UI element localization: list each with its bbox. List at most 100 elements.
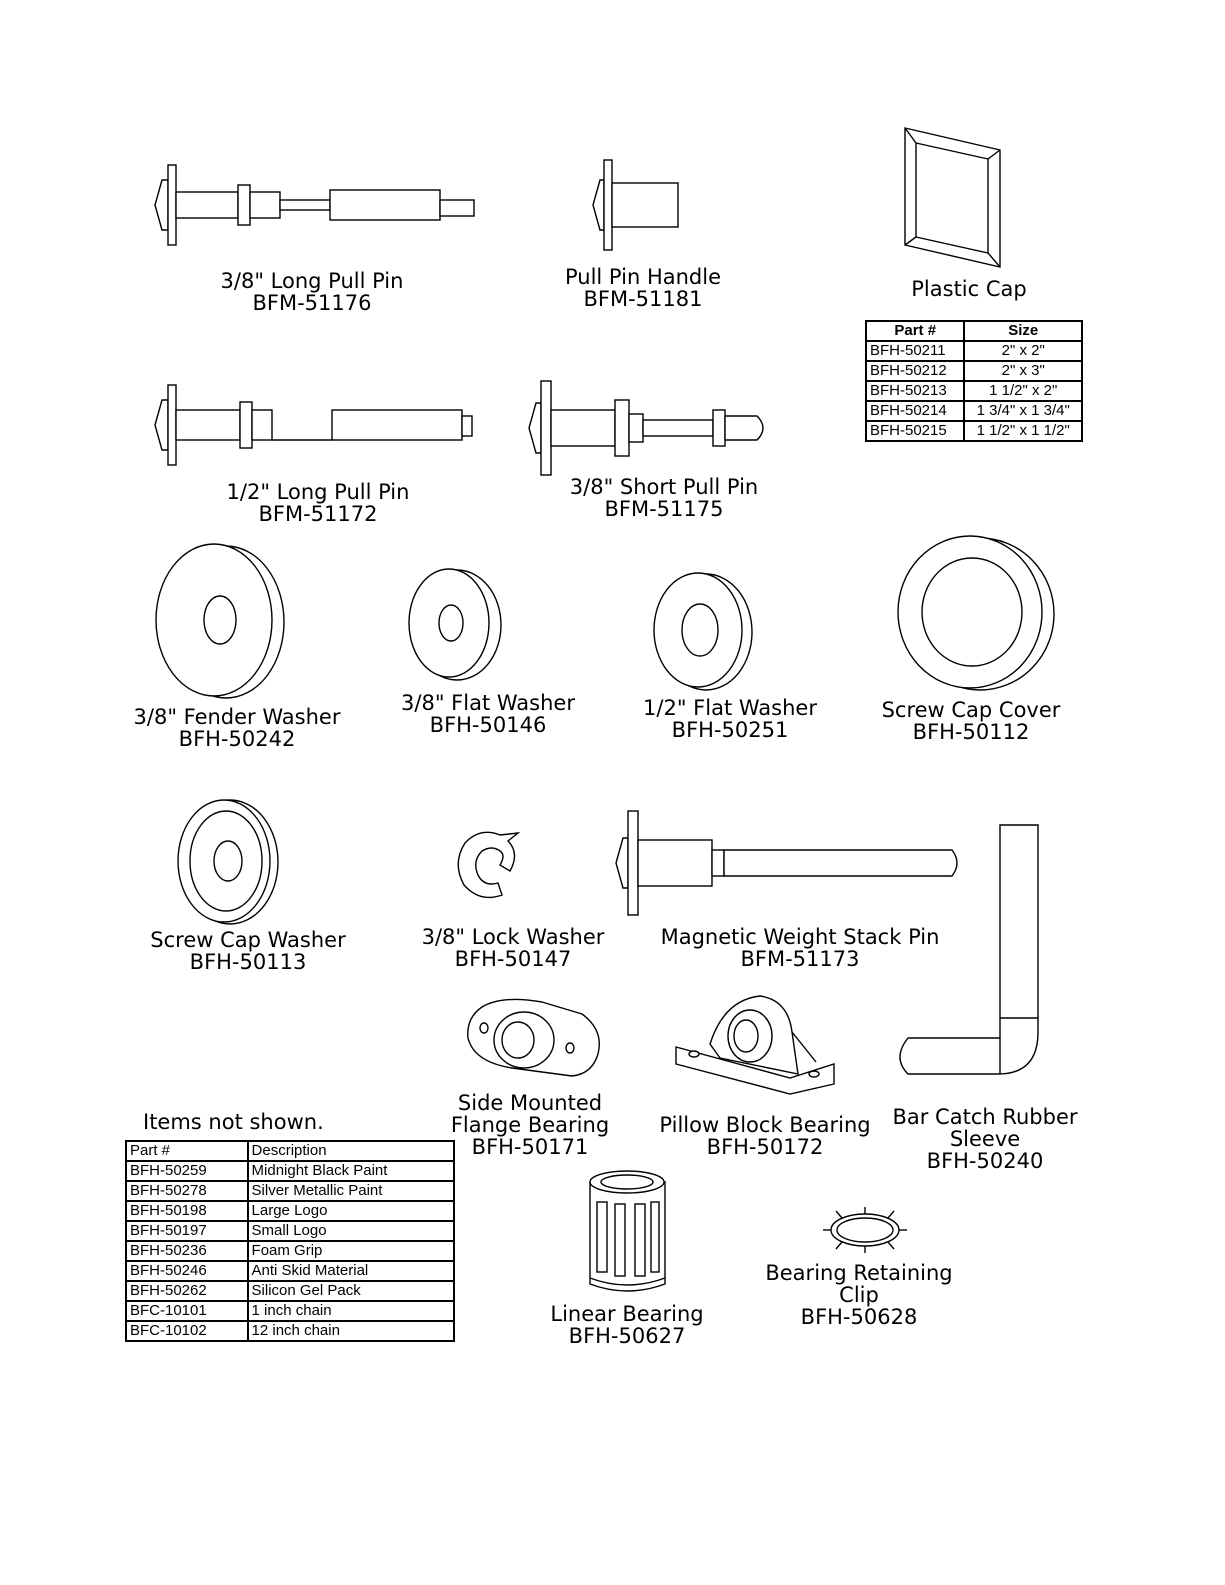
part-code: BFH-50627 <box>568 1324 686 1348</box>
part-code: BFH-50113 <box>189 950 307 974</box>
long-pull-pin-12-label: 1/2" Long Pull Pin BFM-51172 <box>188 481 448 525</box>
linear-bearing-label: Linear Bearing BFH-50627 <box>497 1303 757 1347</box>
part-name-line2: Sleeve <box>949 1127 1021 1151</box>
linear-bearing-drawing <box>589 1170 666 1292</box>
part-code: BFM-51181 <box>583 287 703 311</box>
part-code: BFH-50171 <box>471 1135 589 1159</box>
table-cell: Large Logo <box>246 1200 456 1222</box>
screw-cap-cover-drawing <box>897 535 1055 691</box>
part-name-line2: Flange Bearing <box>450 1113 610 1137</box>
part-name-line2: Clip <box>839 1283 879 1307</box>
magnetic-pin-drawing <box>615 810 958 916</box>
table-cell: Silicon Gel Pack <box>246 1280 456 1302</box>
part-name: 1/2" Flat Washer <box>643 696 817 720</box>
flat-washer-12-drawing <box>653 572 753 691</box>
table-cell: 2" x 3" <box>963 360 1083 382</box>
part-code: BFH-50240 <box>926 1149 1044 1173</box>
pillow-block-bearing-label: Pillow Block Bearing BFH-50172 <box>635 1114 895 1158</box>
short-pull-pin-38-drawing <box>528 380 764 476</box>
column-header: Size <box>963 320 1083 342</box>
screw-cap-washer-label: Screw Cap Washer BFH-50113 <box>118 929 378 973</box>
plastic-cap-drawing <box>904 127 1001 268</box>
retaining-clip-drawing <box>823 1207 907 1253</box>
table-cell: Silver Metallic Paint <box>246 1180 456 1202</box>
bar-catch-sleeve-drawing <box>899 824 1039 1075</box>
table-cell: BFC-10102 <box>125 1320 249 1342</box>
part-code: BFM-51172 <box>258 502 378 526</box>
part-name-line1: Bearing Retaining <box>765 1261 953 1285</box>
part-code: BFH-50112 <box>912 720 1030 744</box>
fender-washer-drawing <box>155 543 285 699</box>
part-code: BFM-51176 <box>252 291 372 315</box>
part-name: Screw Cap Cover <box>881 698 1061 722</box>
table-cell: 2" x 2" <box>963 340 1083 362</box>
part-name: 3/8" Lock Washer <box>421 925 605 949</box>
table-cell: 1 3/4" x 1 3/4" <box>963 400 1083 422</box>
part-name: 1/2" Long Pull Pin <box>226 480 410 504</box>
pillow-block-bearing-drawing <box>675 995 835 1095</box>
flat-washer-38-drawing <box>408 568 502 681</box>
long-pull-pin-38-label: 3/8" Long Pull Pin BFM-51176 <box>182 270 442 314</box>
part-name: Linear Bearing <box>550 1302 704 1326</box>
items-not-shown-title: Items not shown. <box>143 1110 324 1134</box>
table-cell: 1 1/2" x 1 1/2" <box>963 420 1083 442</box>
part-code: BFH-50251 <box>671 718 789 742</box>
pull-pin-handle-drawing <box>592 159 679 251</box>
table-cell: BFH-50262 <box>125 1280 249 1302</box>
flat-washer-12-label: 1/2" Flat Washer BFH-50251 <box>600 697 860 741</box>
table-cell: BFH-50214 <box>864 400 966 422</box>
table-cell: BFH-50213 <box>864 380 966 402</box>
table-cell: 1 1/2" x 2" <box>963 380 1083 402</box>
part-name-line1: Side Mounted <box>457 1091 603 1115</box>
table-header-row: Part # Description <box>125 1140 456 1162</box>
part-code: BFH-50147 <box>454 947 572 971</box>
part-name: Magnetic Weight Stack Pin <box>660 925 940 949</box>
part-code: BFH-50242 <box>178 727 296 751</box>
screw-cap-washer-drawing <box>177 799 279 925</box>
table-cell: 1 inch chain <box>246 1300 456 1322</box>
table-cell: BFH-50236 <box>125 1240 249 1262</box>
pull-pin-handle-label: Pull Pin Handle BFM-51181 <box>513 266 773 310</box>
flange-bearing-drawing <box>467 998 600 1077</box>
part-code: BFM-51173 <box>740 947 860 971</box>
table-header-row: Part # Size <box>864 320 1083 342</box>
part-code: BFH-50172 <box>706 1135 824 1159</box>
table-cell: Anti Skid Material <box>246 1260 456 1282</box>
long-pull-pin-38-drawing <box>154 164 475 246</box>
flange-bearing-label: Side Mounted Flange Bearing BFH-50171 <box>400 1092 660 1158</box>
part-name: 3/8" Long Pull Pin <box>220 269 404 293</box>
short-pull-pin-38-label: 3/8" Short Pull Pin BFM-51175 <box>534 476 794 520</box>
column-header: Part # <box>864 320 966 342</box>
table-cell: BFH-50246 <box>125 1260 249 1282</box>
table-cell: Small Logo <box>246 1220 456 1242</box>
table-cell: BFH-50259 <box>125 1160 249 1182</box>
table-cell: BFH-50211 <box>864 340 966 362</box>
magnetic-pin-label: Magnetic Weight Stack Pin BFM-51173 <box>620 926 980 970</box>
plastic-cap-label: Plastic Cap <box>839 278 1099 300</box>
table-cell: BFH-50278 <box>125 1180 249 1202</box>
long-pull-pin-12-drawing <box>154 384 473 466</box>
table-cell: BFH-50198 <box>125 1200 249 1222</box>
flat-washer-38-label: 3/8" Flat Washer BFH-50146 <box>358 692 618 736</box>
table-cell: Foam Grip <box>246 1240 456 1262</box>
part-name: 3/8" Short Pull Pin <box>569 475 759 499</box>
screw-cap-cover-label: Screw Cap Cover BFH-50112 <box>841 699 1101 743</box>
table-cell: BFH-50197 <box>125 1220 249 1242</box>
column-header: Description <box>246 1140 456 1162</box>
lock-washer-drawing <box>457 831 521 899</box>
part-code: BFH-50146 <box>429 713 547 737</box>
part-name: Screw Cap Washer <box>150 928 346 952</box>
part-name: Plastic Cap <box>911 277 1027 301</box>
